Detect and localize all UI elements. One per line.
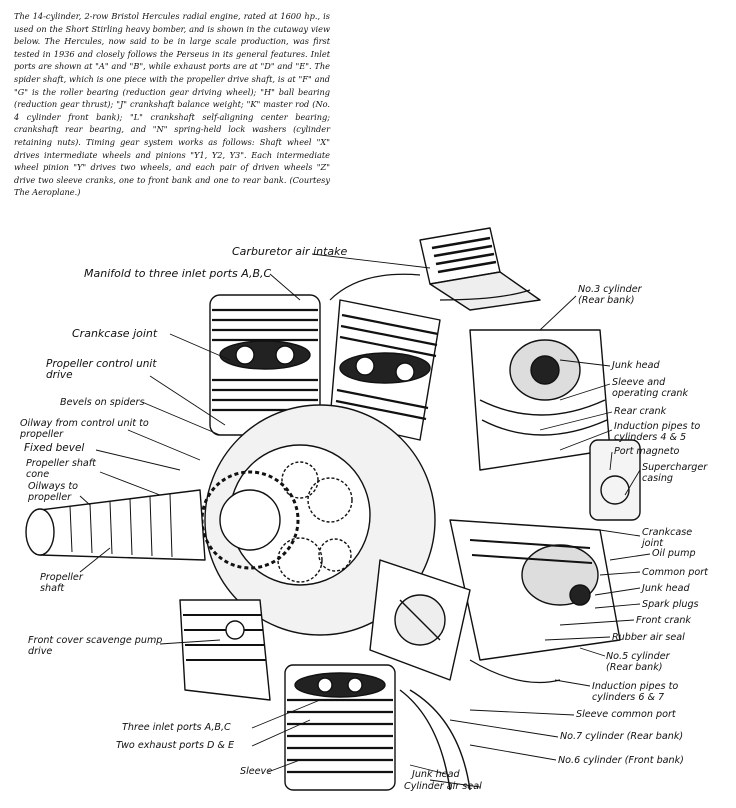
label-carburetor-air-intake: Carburetor air intake (232, 245, 348, 258)
top-cylinder-right (329, 299, 441, 441)
label-no6-cylinder: No.6 cylinder (Front bank) (558, 755, 684, 766)
leader-lines (79, 253, 651, 788)
label-two-exhaust-ports: Two exhaust ports D & E (116, 740, 235, 751)
carburetor-intake-shape (419, 227, 541, 311)
label-fixed-bevel: Fixed bevel (24, 442, 85, 454)
label-front-crank: Front crank (636, 615, 691, 626)
label-crankcase-joint-left: Crankcase joint (72, 327, 158, 340)
label-port-magneto: Port magneto (614, 446, 680, 457)
label-supercharger-casing: Supercharger casing (642, 462, 708, 484)
caption-paragraph: The 14-cylinder, 2-row Bristol Hercules … (14, 11, 330, 198)
label-sleeve: Sleeve (240, 766, 273, 777)
label-cylinder-air-seal: Cylinder air seal (404, 781, 482, 792)
right-lower-cylinder (449, 519, 621, 661)
label-propeller-control-unit-drive: Propeller control unit drive (46, 358, 157, 381)
label-front-cover-scavenge: Front cover scavenge pump drive (28, 635, 163, 657)
propeller-shaft-shape (25, 489, 206, 561)
label-no7-cylinder: No.7 cylinder (Rear bank) (560, 731, 684, 742)
label-spark-plugs: Spark plugs (642, 599, 699, 610)
supercharger-housing (589, 439, 641, 521)
label-sleeve-operating-crank: Sleeve and operating crank (612, 377, 689, 399)
label-induction-pipes-67: Induction pipes to cylinders 6 & 7 (592, 681, 679, 703)
label-bevels-on-spiders: Bevels on spiders (60, 397, 145, 408)
label-induction-pipes-45: Induction pipes to cylinders 4 & 5 (614, 421, 701, 443)
label-three-inlet-ports: Three inlet ports A,B,C (122, 722, 231, 733)
label-rubber-air-seal: Rubber air seal (612, 632, 685, 643)
label-oil-pump: Oil pump (652, 548, 696, 559)
label-no3-cylinder: No.3 cylinder (Rear bank) (578, 284, 642, 306)
label-junk-head-top: Junk head (612, 360, 660, 371)
induction-pipes (329, 273, 561, 683)
label-junk-head-mid: Junk head (642, 583, 690, 594)
label-sleeve-common-port: Sleeve common port (576, 709, 676, 720)
label-rear-crank: Rear crank (614, 406, 667, 417)
label-manifold: Manifold to three inlet ports A,B,C (84, 267, 272, 280)
top-cylinder-left (209, 294, 321, 436)
label-propeller-shaft: Propeller shaft (40, 572, 83, 594)
lower-left-cylinder (179, 599, 271, 701)
label-oilways-to-propeller: Oilways to propeller (28, 481, 78, 503)
bottom-cylinder (284, 664, 471, 791)
label-propeller-shaft-cone: Propeller shaft cone (26, 458, 96, 480)
crank-section (369, 559, 471, 681)
central-gear-case (200, 404, 436, 636)
label-common-port: Common port (642, 567, 708, 578)
right-upper-cylinder (469, 329, 611, 471)
label-crankcase-joint-right: Crankcase joint (642, 527, 693, 549)
label-junk-head-bottom: Junk head (412, 769, 460, 780)
label-no5-cylinder: No.5 cylinder (Rear bank) (606, 651, 670, 673)
label-oilway: Oilway from control unit to propeller (20, 418, 149, 440)
